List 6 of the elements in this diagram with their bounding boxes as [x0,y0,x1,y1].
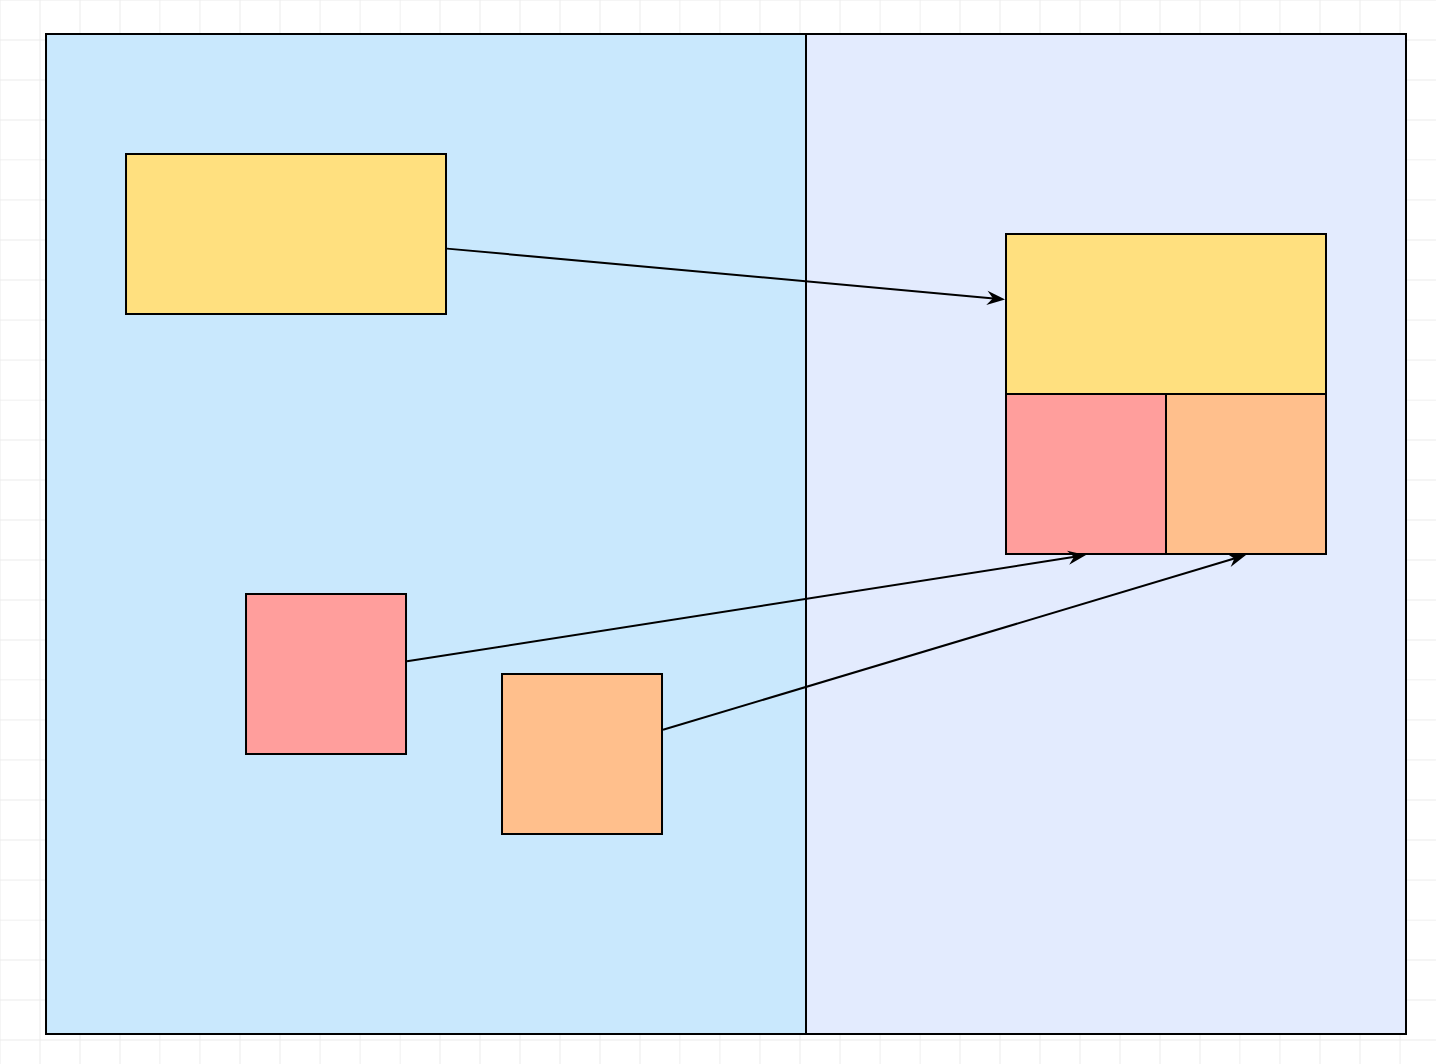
rectangle [1005,233,1327,395]
rectangle [1005,393,1167,555]
rectangle [1165,393,1327,555]
rectangle [501,673,663,835]
rectangle [125,153,447,315]
rectangle [245,593,407,755]
